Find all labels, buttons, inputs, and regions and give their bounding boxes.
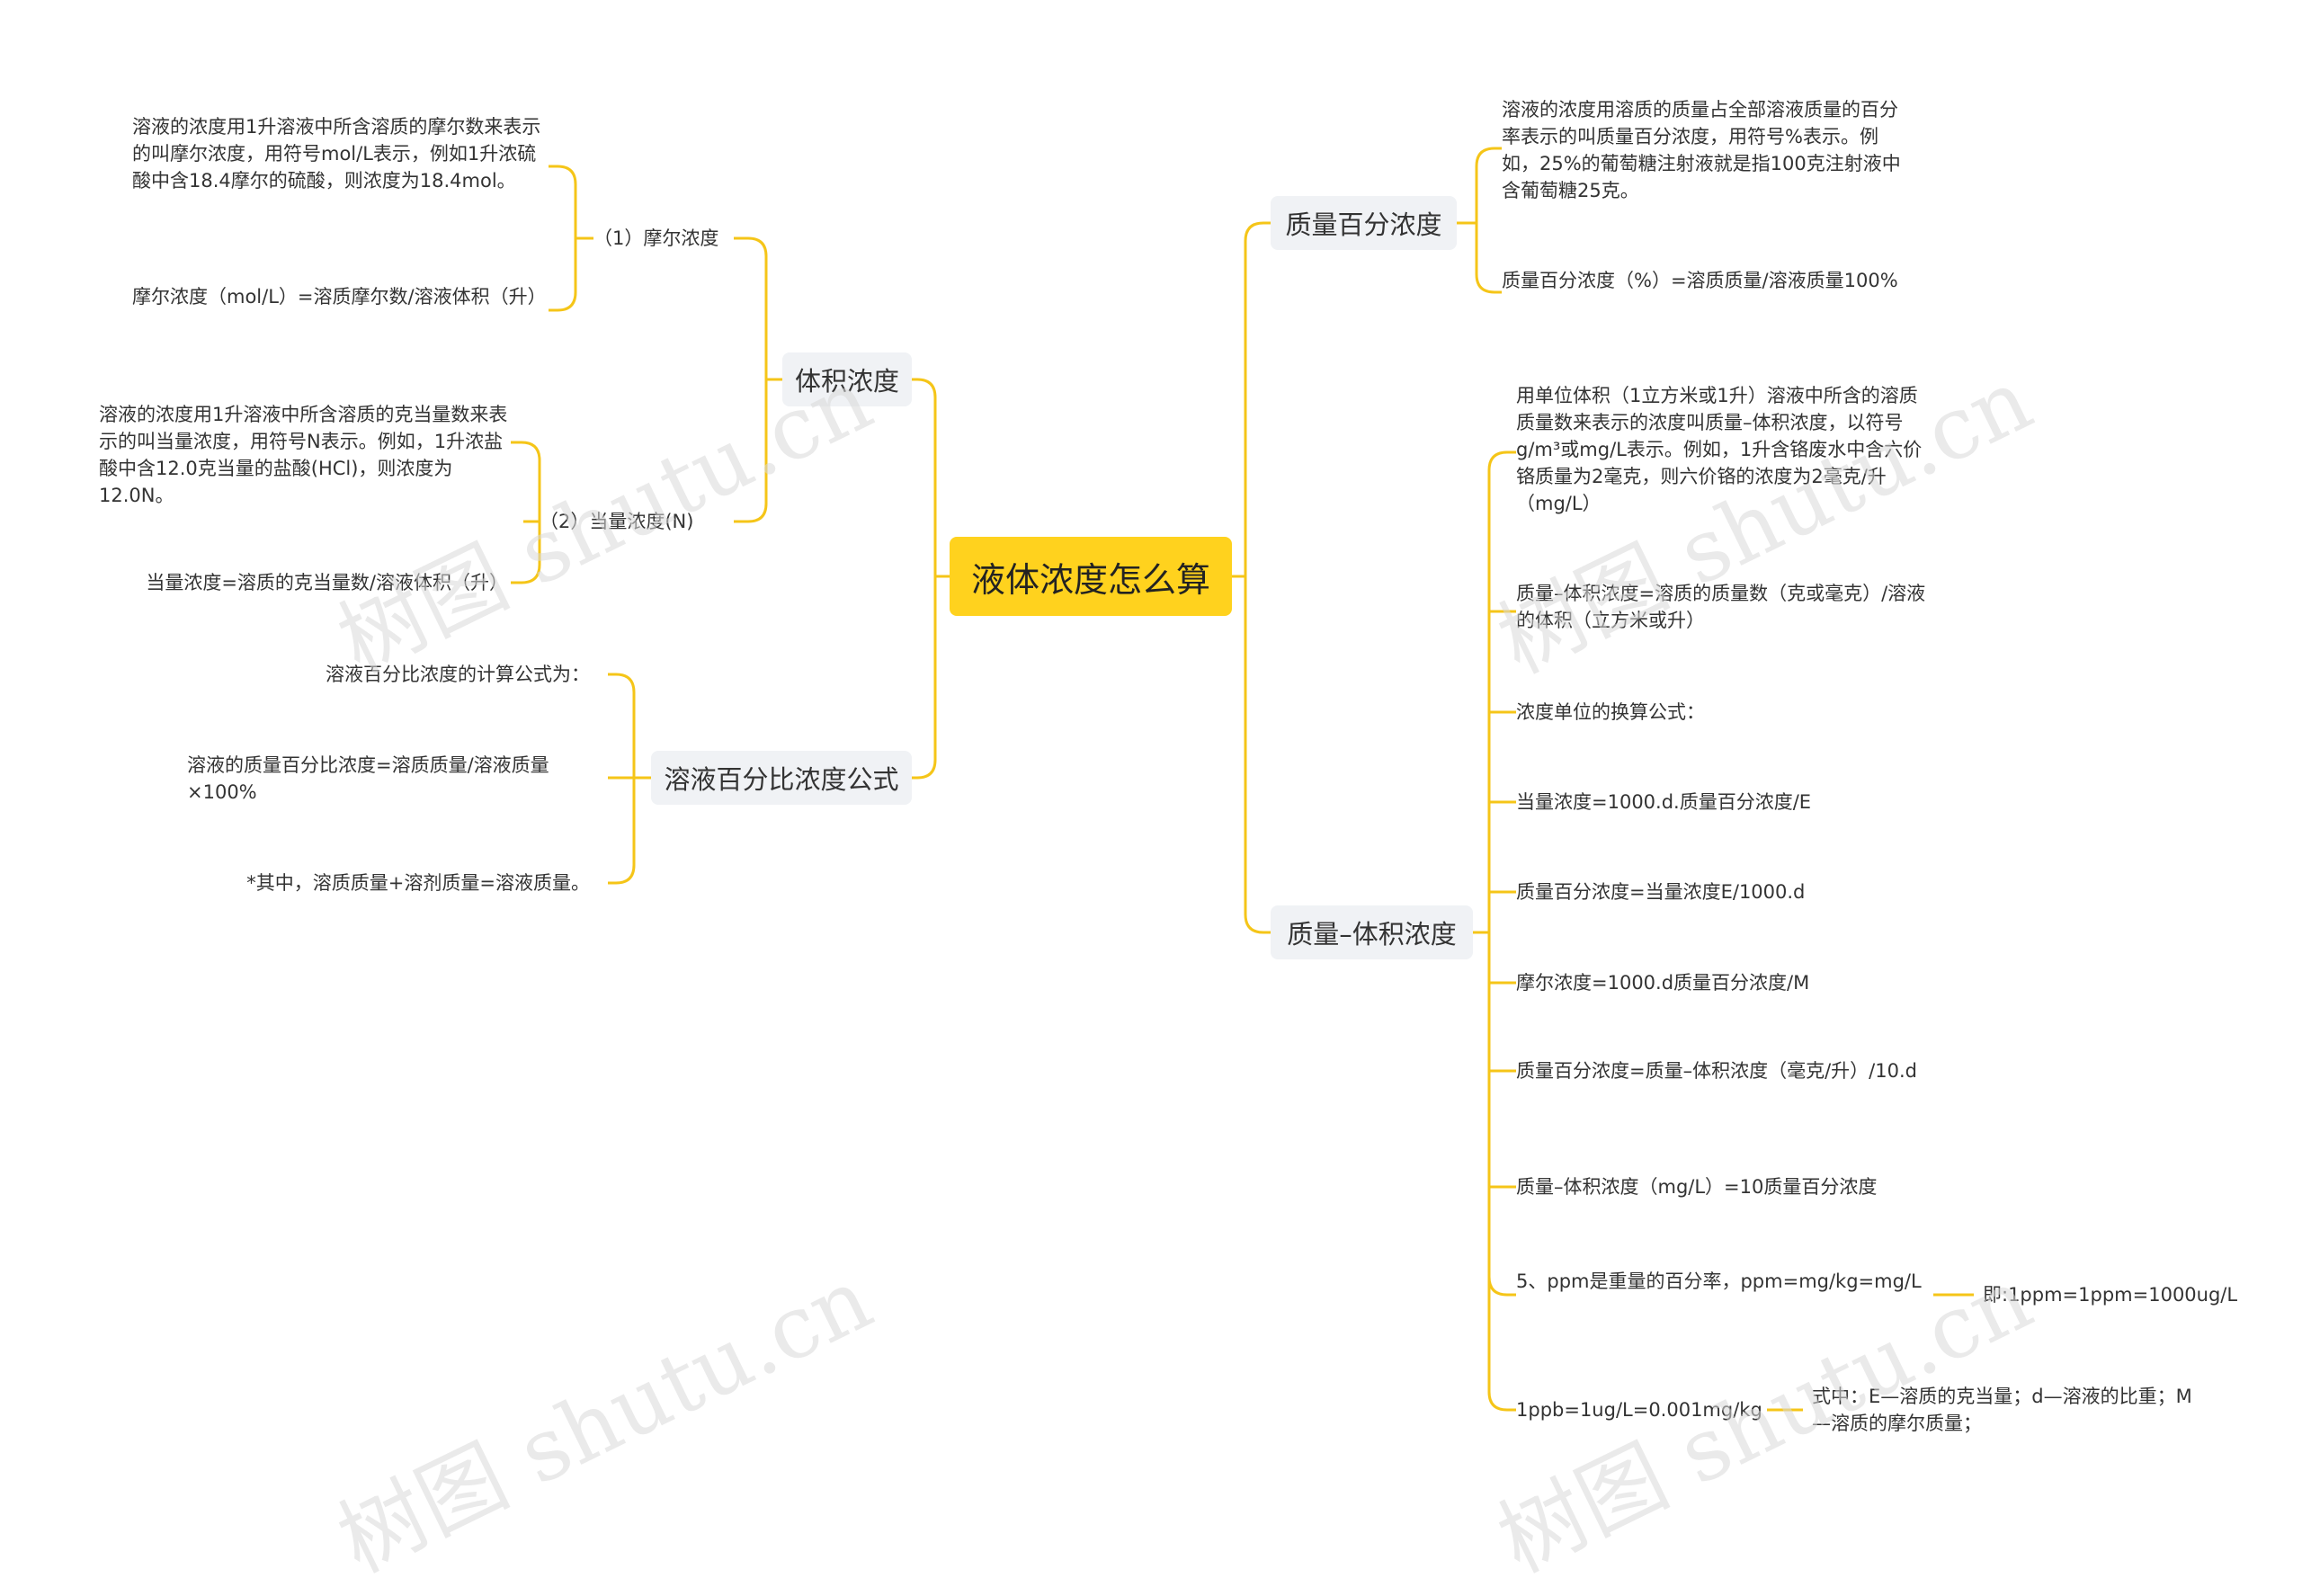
branch-mass-percent[interactable]: 质量百分浓度 [1271, 196, 1457, 250]
leaf-mass-percent-eq[interactable]: 质量百分浓度（%）=溶质质量/溶液质量100% [1502, 270, 1898, 291]
leaf-normal-desc[interactable]: 溶液的浓度用1升溶液中所含溶质的克当量数来表示的叫当量浓度，用符号N表示。例如，… [99, 404, 508, 506]
mind-map-canvas: 液体浓度怎么算 质量百分浓度 质量–体积浓度 体积浓度 溶液百分比浓度公式 （1… [99, 99, 2238, 1592]
leaf-conversion-1[interactable]: 当量浓度=1000.d.质量百分浓度/E [1516, 791, 1812, 813]
branch-volume[interactable]: 体积浓度 [782, 352, 912, 406]
leaf-conversion-4[interactable]: 质量百分浓度=质量–体积浓度（毫克/升）/10.d [1516, 1060, 1917, 1082]
leaf-formula-note[interactable]: *其中，溶质质量+溶剂质量=溶液质量。 [246, 872, 590, 894]
branch-mass-volume[interactable]: 质量–体积浓度 [1271, 905, 1473, 959]
leaf-formula-eq[interactable]: 溶液的质量百分比浓度=溶质质量/溶液质量×100% [187, 754, 549, 803]
leaf-conversion-2[interactable]: 质量百分浓度=当量浓度E/1000.d [1516, 881, 1806, 903]
root-node[interactable]: 液体浓度怎么算 [950, 537, 1232, 616]
leaf-mass-percent-desc[interactable]: 溶液的浓度用溶质的质量占全部溶液质量的百分率表示的叫质量百分浓度，用符号%表示。… [1502, 99, 1901, 201]
leaf-molar-desc[interactable]: 溶液的浓度用1升溶液中所含溶质的摩尔数来表示的叫摩尔浓度，用符号mol/L表示，… [132, 116, 541, 192]
connector-lines [511, 147, 1974, 1412]
leaf-molar-formula[interactable]: 摩尔浓度（mol/L）=溶质摩尔数/溶液体积（升） [132, 286, 547, 308]
leaf-normal-formula[interactable]: 当量浓度=溶质的克当量数/溶液体积（升） [146, 572, 508, 593]
leaf-ppm-child[interactable]: 即:1ppm=1ppm=1000ug/L [1983, 1284, 2238, 1306]
branch-formula[interactable]: 溶液百分比浓度公式 [651, 751, 912, 805]
leaf-conversion-title[interactable]: 浓度单位的换算公式： [1516, 701, 1705, 723]
leaf-ppm[interactable]: 5、ppm是重量的百分率，ppm=mg/kg=mg/L [1516, 1271, 1922, 1292]
leaf-mass-volume-eq[interactable]: 质量–体积浓度=溶质的质量数（克或毫克）/溶液的体积（立方米或升） [1516, 583, 1926, 631]
node-normal-concentration[interactable]: （2）当量浓度(N) [540, 511, 694, 532]
leaf-conversion-3[interactable]: 摩尔浓度=1000.d质量百分浓度/M [1516, 972, 1810, 994]
leaf-ppb-child[interactable]: 式中：E—溶质的克当量；d—溶液的比重；M—溶质的摩尔质量； [1812, 1386, 2192, 1434]
leaf-mass-volume-desc[interactable]: 用单位体积（1立方米或1升）溶液中所含的溶质质量数来表示的浓度叫质量–体积浓度，… [1516, 385, 1923, 514]
leaf-conversion-5[interactable]: 质量–体积浓度（mg/L）=10质量百分浓度 [1516, 1176, 1878, 1198]
node-molar-concentration[interactable]: （1）摩尔浓度 [593, 227, 719, 249]
leaf-formula-intro[interactable]: 溶液百分比浓度的计算公式为： [326, 664, 590, 685]
leaf-ppb[interactable]: 1ppb=1ug/L=0.001mg/kg [1516, 1399, 1762, 1421]
